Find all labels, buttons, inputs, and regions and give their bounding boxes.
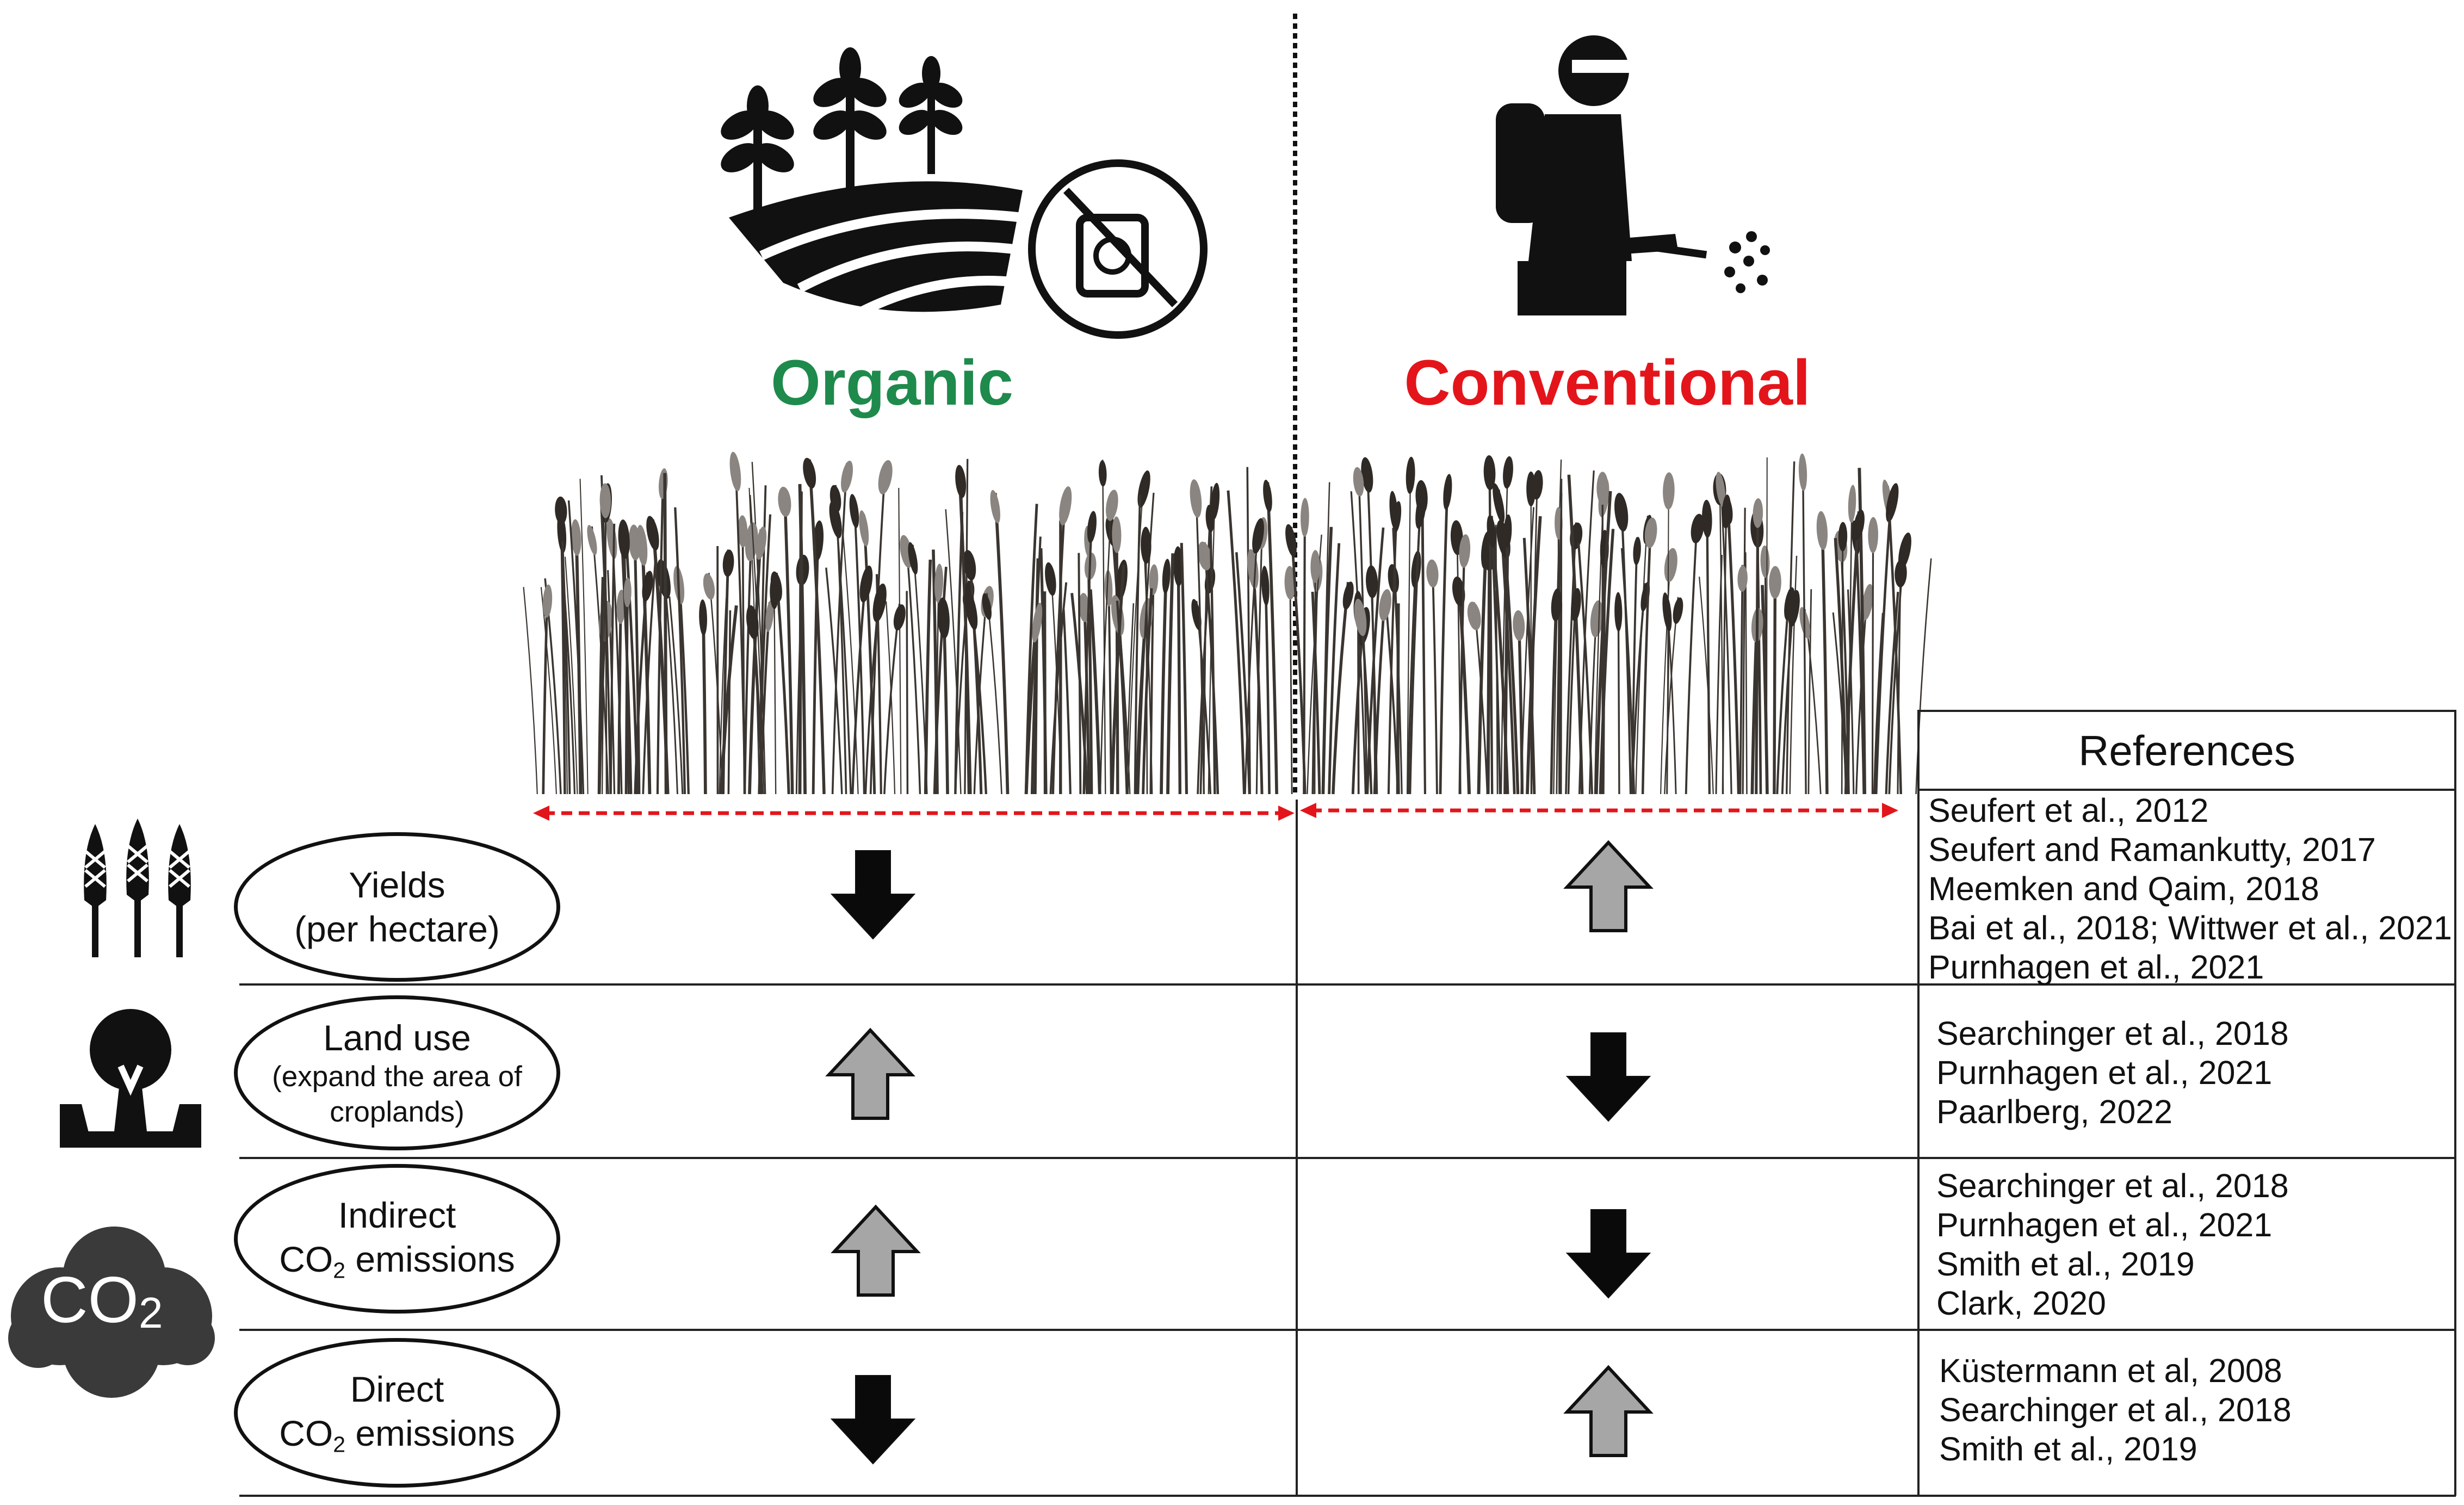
land-use-conventional-arrow xyxy=(1565,1032,1651,1122)
direct-co2-references: Küstermann et al, 2008 Searchinger et al… xyxy=(1939,1352,2292,1469)
indirect-co2-references: Searchinger et al., 2018 Purnhagen et al… xyxy=(1936,1167,2289,1323)
wheat-icon xyxy=(84,819,191,957)
yields-conventional-arrow xyxy=(1563,840,1654,932)
reference-entry: Seufert and Ramankutty, 2017 xyxy=(1928,831,2376,868)
reference-entry: Bai et al., 2018; Wittwer et al., 2021 xyxy=(1928,909,2452,946)
reference-entry: Searchinger et al., 2018 xyxy=(1936,1167,2289,1204)
wheat-stalks xyxy=(523,451,1296,795)
references-header: References xyxy=(2078,727,2295,775)
co2-cloud-label: CO2 xyxy=(41,1264,163,1337)
up-arrow-shape xyxy=(1563,1365,1654,1457)
reference-entry: Smith et al., 2019 xyxy=(1936,1246,2195,1283)
row-divider-3 xyxy=(239,1329,2456,1331)
organic-field-span-arrow xyxy=(533,806,1295,821)
reference-entry: Paarlberg, 2022 xyxy=(1936,1093,2173,1130)
reference-entry: Smith et al., 2019 xyxy=(1939,1430,2197,1467)
down-arrow-shape xyxy=(1565,1209,1651,1299)
reference-entry: Küstermann et al, 2008 xyxy=(1939,1352,2282,1389)
direct-co2-conventional-arrow xyxy=(1563,1365,1654,1457)
sprayer-person-icon xyxy=(1496,35,1770,315)
direct-co2-label: Direct CO2 emissions xyxy=(234,1338,560,1488)
indirect-co2-organic-arrow xyxy=(831,1204,921,1297)
references-header-top xyxy=(1917,710,2456,712)
up-arrow-shape xyxy=(1563,840,1654,932)
reference-entry: Meemken and Qaim, 2018 xyxy=(1928,870,2319,907)
down-arrow-shape xyxy=(830,850,916,940)
reference-entry: Clark, 2020 xyxy=(1936,1285,2106,1322)
table-bottom-border xyxy=(239,1495,2456,1497)
row-divider-2 xyxy=(239,1157,2456,1159)
row-divider-1 xyxy=(239,983,2456,986)
wheat-stalks xyxy=(1285,453,1932,795)
conventional-field-span-arrow xyxy=(1300,803,1898,818)
references-header-bottom xyxy=(1917,789,2456,791)
reference-entry: Purnhagen et al., 2021 xyxy=(1936,1206,2273,1243)
yields-organic-arrow xyxy=(830,850,916,940)
down-arrow-shape xyxy=(1565,1032,1651,1122)
land-use-references: Searchinger et al., 2018 Purnhagen et al… xyxy=(1936,1014,2289,1132)
land-use-label: Land use (expand the area of croplands) xyxy=(234,995,560,1150)
conventional-wheat-field-image xyxy=(1285,453,1932,795)
dotted-divider xyxy=(1293,14,1297,797)
reference-entry: Purnhagen et al., 2021 xyxy=(1936,1054,2273,1091)
column-divider-center xyxy=(1296,800,1298,1496)
column-divider-references xyxy=(1917,710,1920,1496)
yields-label: Yields (per hectare) xyxy=(234,832,560,982)
land-use-organic-arrow xyxy=(825,1027,915,1120)
up-arrow-shape xyxy=(825,1027,915,1120)
reference-entry: Seufert et al., 2012 xyxy=(1928,792,2209,829)
organic-wheat-field-image xyxy=(523,451,1296,795)
up-arrow-shape xyxy=(831,1204,921,1297)
reference-entry: Purnhagen et al., 2021 xyxy=(1928,949,2264,986)
yields-references: Seufert et al., 2012 Seufert and Ramanku… xyxy=(1928,791,2452,987)
down-arrow-shape xyxy=(830,1375,916,1465)
organic-farm-icon xyxy=(721,47,1208,339)
reference-entry: Searchinger et al., 2018 xyxy=(1939,1391,2292,1428)
deforestation-tree-icon xyxy=(60,1009,201,1148)
indirect-co2-label: Indirect CO2 emissions xyxy=(234,1164,560,1314)
organic-title: Organic xyxy=(771,347,1013,419)
conventional-title: Conventional xyxy=(1404,347,1811,419)
indirect-co2-conventional-arrow xyxy=(1565,1209,1651,1299)
reference-entry: Searchinger et al., 2018 xyxy=(1936,1015,2289,1052)
co2-cloud-icon xyxy=(8,1227,215,1398)
direct-co2-organic-arrow xyxy=(830,1375,916,1465)
table-right-border xyxy=(2454,710,2456,1496)
